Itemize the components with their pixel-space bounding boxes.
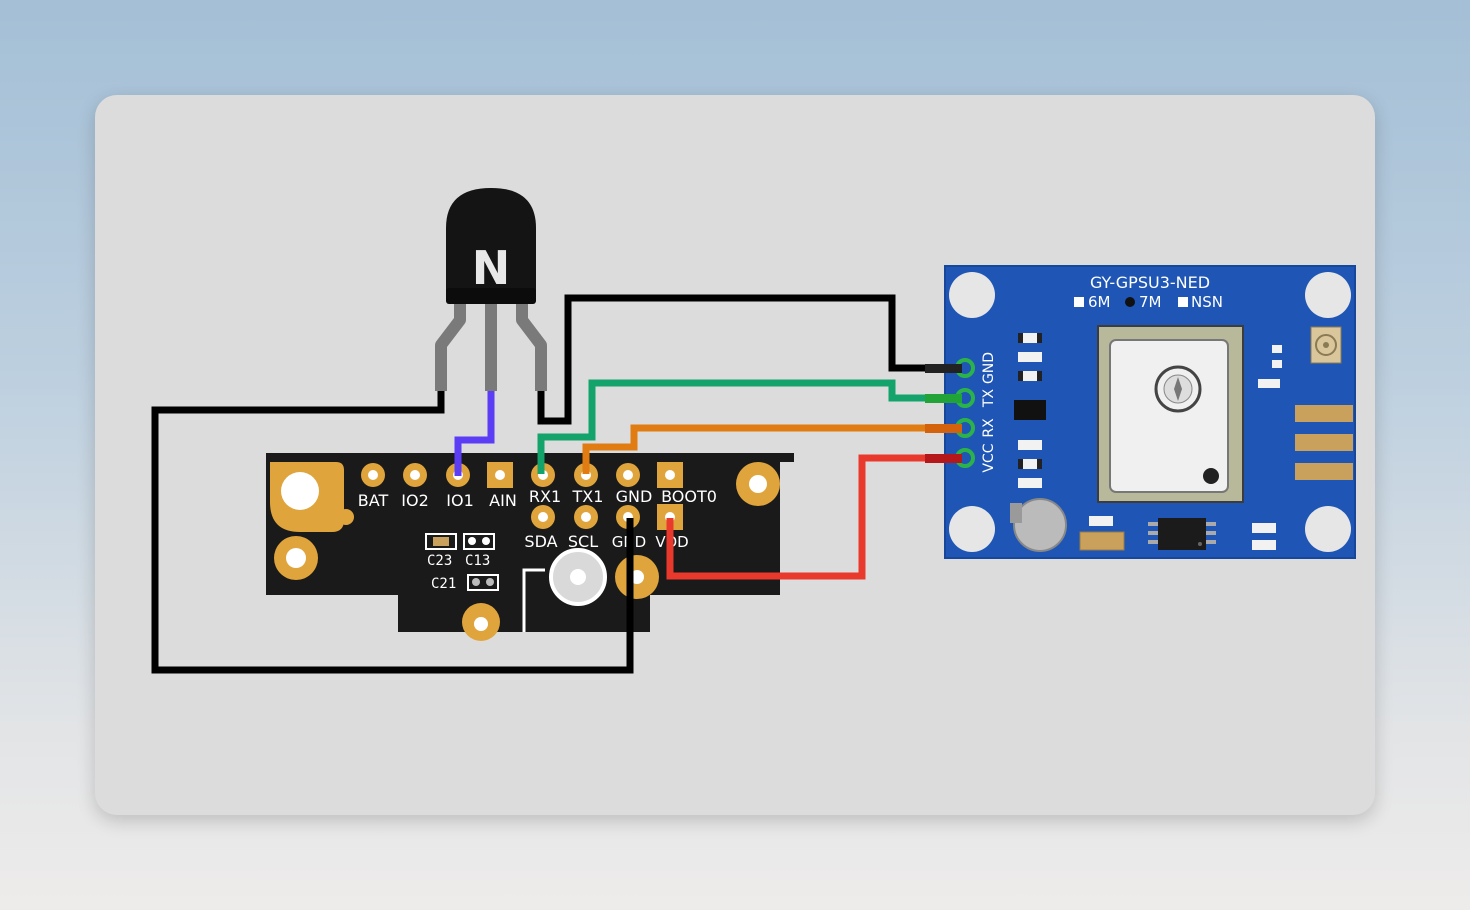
mcu-pcb <box>266 453 794 632</box>
mount-hole <box>949 272 995 318</box>
mount-hole <box>1305 272 1351 318</box>
wire-tx1-rx[interactable] <box>582 424 962 474</box>
antenna-feed-icon <box>1154 365 1202 413</box>
wire-gnd-loop[interactable] <box>151 391 634 674</box>
cap-c21 <box>467 574 499 591</box>
crystal <box>1079 531 1125 551</box>
label-c21: C21 <box>431 576 456 592</box>
mount-hole <box>1305 506 1351 552</box>
pin-label-gnd-top: GND <box>616 487 653 506</box>
cap-c13 <box>463 533 495 550</box>
gps-pin-label-tx: TX <box>981 389 997 409</box>
pin-label-tx1: TX1 <box>572 487 604 506</box>
mount-hole <box>281 472 319 510</box>
backup-battery <box>1013 498 1067 552</box>
option-dot <box>1125 297 1135 307</box>
gps-option-7m: 7M <box>1139 293 1162 311</box>
transistor-leg-emitter <box>435 295 466 391</box>
pin-label-io2: IO2 <box>401 491 429 510</box>
mcu-board[interactable]: BAT IO2 IO1 AIN RX1 TX1 GND BOOT0 SDA SC… <box>266 453 794 641</box>
label-c13: C13 <box>465 553 490 569</box>
pin-label-boot0: BOOT0 <box>661 487 717 506</box>
pin-label-bat: BAT <box>358 491 389 510</box>
gold-pad <box>1295 405 1353 422</box>
gps-pin-label-vcc: VCC <box>981 443 997 472</box>
label-c23: C23 <box>427 553 452 569</box>
gps-pin-label-gnd: GND <box>981 352 997 384</box>
gps-title: GY-GPSU3-NED <box>1090 273 1210 292</box>
pin-label-scl: SCL <box>568 532 598 551</box>
gps-pin-label-rx: RX <box>981 418 997 438</box>
eeprom-chip <box>1158 518 1206 550</box>
cap-c23 <box>425 533 457 550</box>
antenna-dot <box>1203 468 1219 484</box>
wires <box>151 294 962 674</box>
wire-collector-gps-gnd[interactable] <box>537 294 962 425</box>
pin-label-io1: IO1 <box>446 491 474 510</box>
npn-transistor[interactable]: N <box>435 188 547 391</box>
gold-pad <box>1295 463 1353 480</box>
gold-pad <box>1295 434 1353 451</box>
gps-option-nsn: NSN <box>1191 293 1223 311</box>
mount-hole <box>949 506 995 552</box>
wire-vdd-vcc[interactable] <box>666 454 962 580</box>
gps-module[interactable]: GY-GPSU3-NED 6M 7M NSN GND TX RX VCC <box>944 265 1356 559</box>
option-box <box>1074 297 1084 307</box>
gps-option-6m: 6M <box>1088 293 1111 311</box>
pin-label-sda: SDA <box>524 532 557 551</box>
silk-outline <box>522 568 545 632</box>
pin-label-rx1: RX1 <box>529 487 561 506</box>
smd-column <box>1014 333 1046 488</box>
transistor-body <box>446 188 536 296</box>
option-box <box>1178 297 1188 307</box>
transistor-leg-collector <box>516 295 547 391</box>
wire-base-io1[interactable] <box>454 391 495 476</box>
pin-label-ain: AIN <box>489 491 517 510</box>
wire-rx1-tx[interactable] <box>537 379 962 474</box>
transistor-label: N <box>472 241 511 295</box>
